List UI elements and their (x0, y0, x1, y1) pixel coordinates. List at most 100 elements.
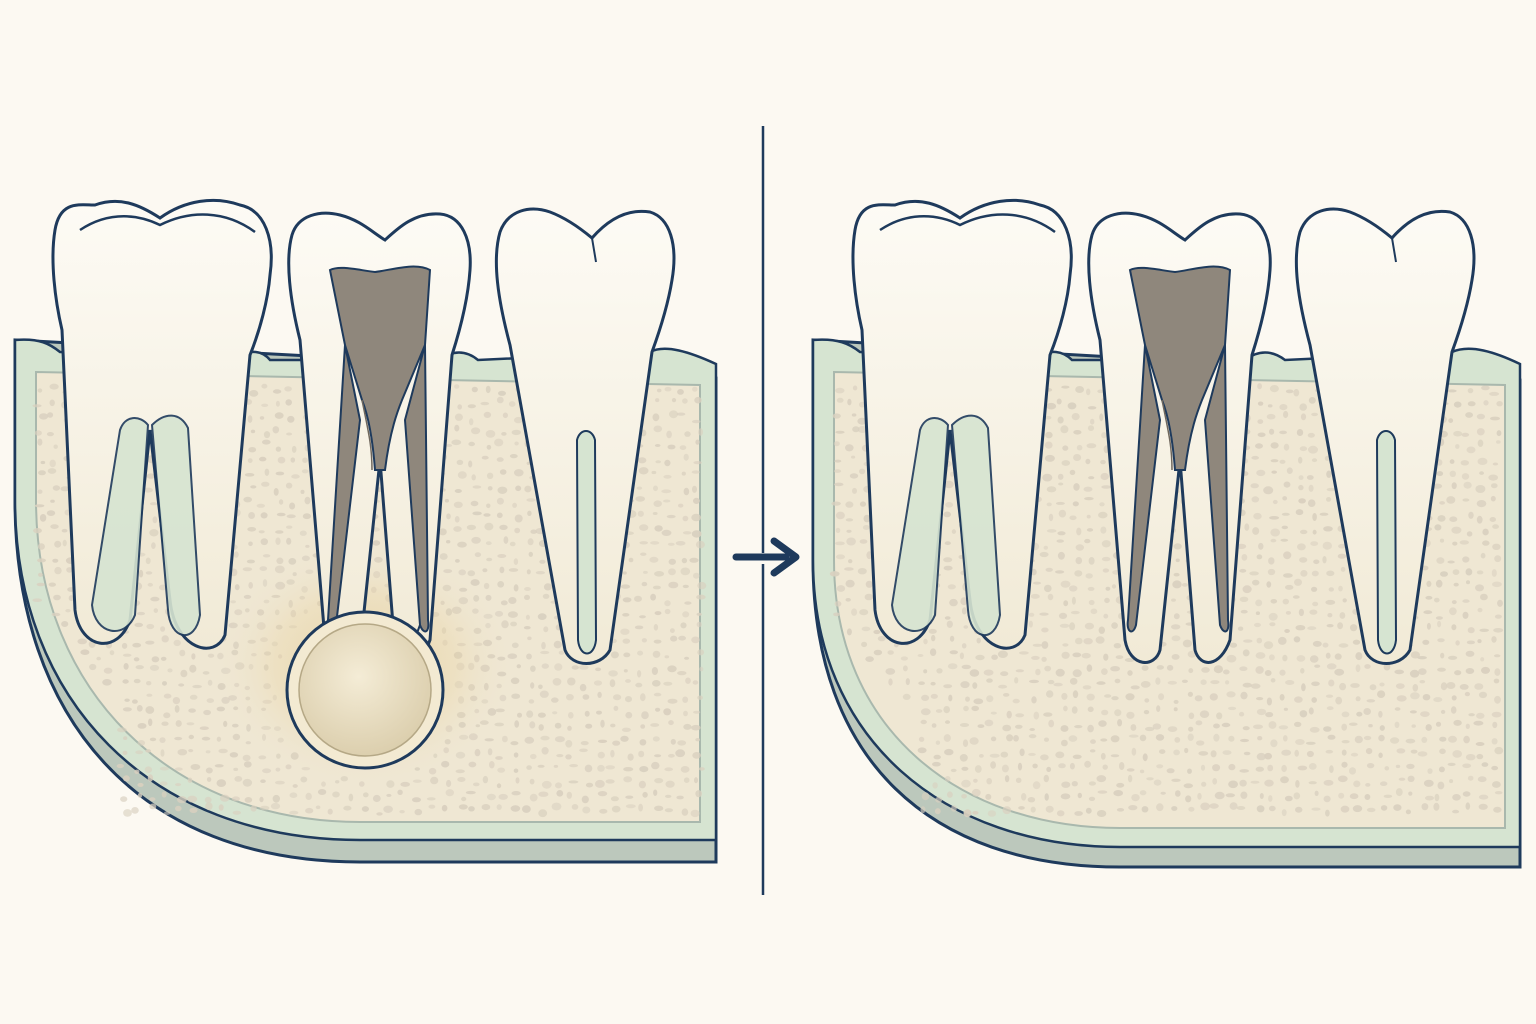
bone-pore (539, 690, 549, 698)
bone-pore (861, 626, 871, 632)
bone-pore (259, 566, 268, 571)
bone-pore (1086, 693, 1095, 701)
bone-pore (304, 496, 311, 505)
bone-pore (50, 499, 55, 503)
bone-pore (1045, 805, 1054, 813)
bone-pore (1270, 459, 1279, 463)
bone-pore (959, 754, 968, 762)
bone-pore (1111, 622, 1118, 629)
bone-pore (1201, 667, 1210, 673)
bone-pore (291, 474, 300, 479)
bone-pore (851, 413, 857, 417)
bone-pore (1032, 643, 1043, 647)
bone-pore (1308, 445, 1318, 454)
bone-pore (1264, 779, 1274, 787)
bone-pore (1452, 750, 1462, 758)
bone-pore (1422, 639, 1430, 645)
bone-pore (1045, 431, 1053, 439)
bone-pore (1466, 640, 1475, 645)
bone-pore (1256, 637, 1263, 644)
bone-pore (497, 554, 507, 558)
bone-pore (1283, 551, 1292, 560)
bone-pore (1421, 736, 1428, 744)
bone-pore (1116, 782, 1125, 788)
bone-pore (555, 782, 562, 789)
bone-pore (971, 705, 979, 712)
bone-pore (247, 415, 253, 423)
bone-pore (496, 804, 502, 810)
bone-pore (481, 804, 491, 811)
bone-pore (1031, 655, 1040, 660)
bone-pore (1043, 712, 1053, 717)
bone-pore (61, 528, 68, 533)
bone-pore (174, 705, 180, 713)
bone-pore (1279, 459, 1286, 464)
bone-pore (627, 753, 634, 761)
bone-pore (1210, 680, 1220, 685)
bone-pore (149, 502, 158, 506)
bone-pore (597, 739, 608, 743)
bone-pore (524, 594, 530, 601)
bone-pore (1284, 629, 1290, 633)
bone-pore (1100, 472, 1109, 481)
bone-pore (835, 511, 845, 520)
bone-pore (1312, 513, 1317, 521)
bone-pore (612, 740, 621, 746)
bone-pore (372, 794, 381, 803)
bone-pore (1296, 429, 1304, 436)
bone-pore (243, 761, 252, 768)
bone-pore (637, 670, 642, 678)
bone-pore (1070, 610, 1080, 615)
bone-pore (1014, 677, 1019, 684)
bone-pore (383, 805, 393, 813)
bone-pore (669, 410, 678, 419)
bone-pore (949, 635, 955, 642)
bone-pore (526, 710, 534, 718)
bone-pore (511, 693, 521, 699)
bone-pore (1160, 791, 1166, 795)
bone-pore (1349, 722, 1358, 726)
bone-pore (1383, 663, 1391, 671)
bone-pore (900, 656, 909, 661)
bone-pore (511, 791, 521, 796)
bone-pore (865, 580, 873, 588)
bone-pore (530, 665, 536, 672)
bone-pore (465, 790, 476, 795)
bone-pore (1244, 523, 1250, 531)
bone-pore (250, 485, 257, 489)
bone-pore (920, 806, 926, 814)
bone-pore (498, 793, 508, 800)
bone-pore (286, 525, 293, 529)
bone-pore (1439, 501, 1445, 505)
bone-pore (1269, 516, 1280, 520)
bone-pore (1341, 723, 1347, 731)
bone-pore (1101, 540, 1111, 548)
bone-pore (852, 385, 858, 391)
bone-pore (1267, 404, 1273, 408)
bone-pore (667, 665, 677, 673)
bone-pore (1364, 664, 1371, 669)
bone-pore (1334, 668, 1345, 676)
bone-pore (903, 665, 908, 672)
bone-pore (529, 778, 535, 785)
bone-pore (695, 738, 701, 742)
bone-pore (1340, 566, 1346, 572)
bone-pore (859, 539, 868, 544)
bone-pore (247, 458, 253, 463)
bone-pore (1283, 735, 1288, 742)
bone-pore (691, 513, 702, 522)
bone-pore (1449, 607, 1457, 616)
bone-pore (315, 805, 321, 810)
bone-pore (1452, 794, 1461, 801)
bone-pore (986, 695, 994, 703)
bone-pore (1223, 669, 1230, 675)
bone-pore (1308, 781, 1317, 785)
bone-pore (1228, 780, 1238, 789)
bone-pore (245, 741, 251, 745)
bone-pore (852, 487, 857, 494)
bone-pore (167, 668, 173, 673)
bone-pore (1492, 524, 1499, 529)
bone-pore (190, 764, 201, 770)
bone-pore (332, 791, 340, 798)
bone-pore (1279, 669, 1286, 676)
